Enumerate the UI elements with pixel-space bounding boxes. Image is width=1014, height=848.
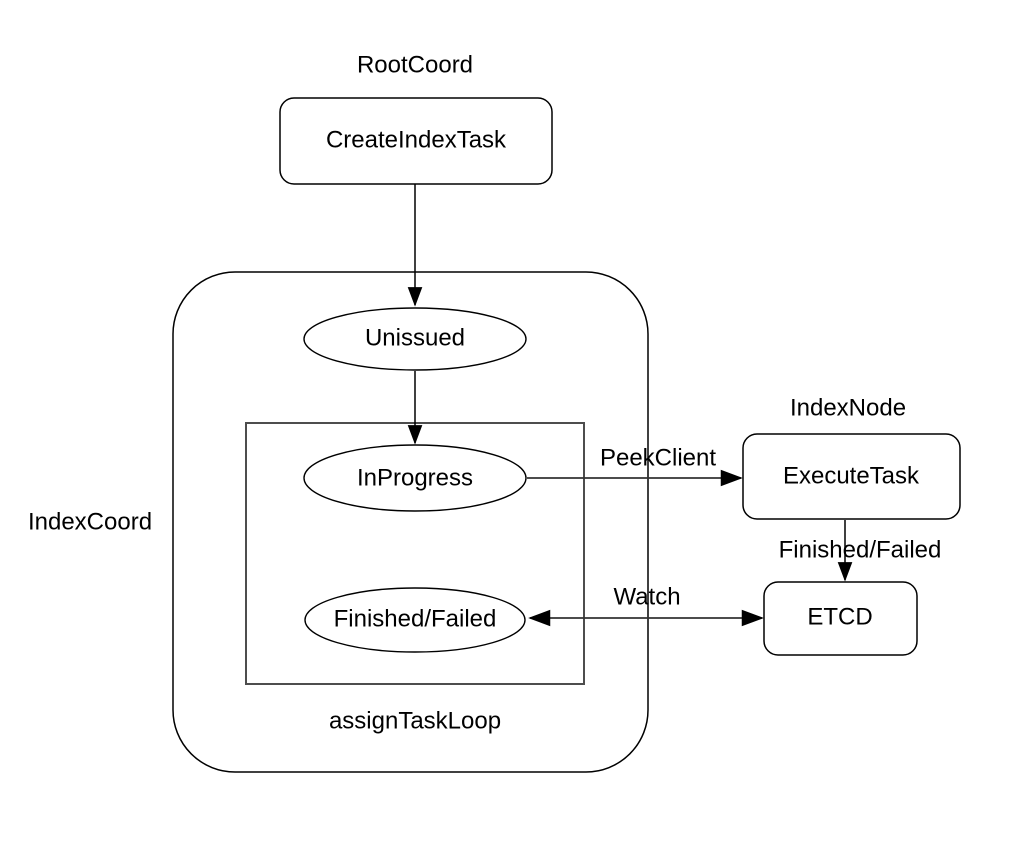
etcd-node <box>763 581 918 656</box>
root-coord-group-label: RootCoord <box>356 51 474 79</box>
execute-task-node <box>742 433 961 520</box>
finished-failed-state-ellipse <box>304 587 526 653</box>
index-coord-group-label: IndexCoord <box>27 508 153 536</box>
peek-client-edge-label: PeekClient <box>599 444 717 472</box>
create-index-task-node <box>279 97 553 185</box>
finished-failed-state-label: Finished/Failed <box>333 605 497 633</box>
create-index-task-label: CreateIndexTask <box>325 126 507 154</box>
unissued-state-label: Unissued <box>364 324 466 352</box>
watch-edge-label: Watch <box>613 583 681 611</box>
assign-task-loop-label: assignTaskLoop <box>328 707 502 735</box>
execute-task-label: ExecuteTask <box>782 462 920 490</box>
unissued-state-ellipse <box>303 307 527 371</box>
etcd-label: ETCD <box>807 603 873 631</box>
finished-failed-edge-label: Finished/Failed <box>778 536 942 564</box>
in-progress-state-label: InProgress <box>356 464 474 492</box>
index-coord-container <box>172 271 649 773</box>
index-node-group-label: IndexNode <box>789 394 907 422</box>
in-progress-state-ellipse <box>303 444 527 512</box>
